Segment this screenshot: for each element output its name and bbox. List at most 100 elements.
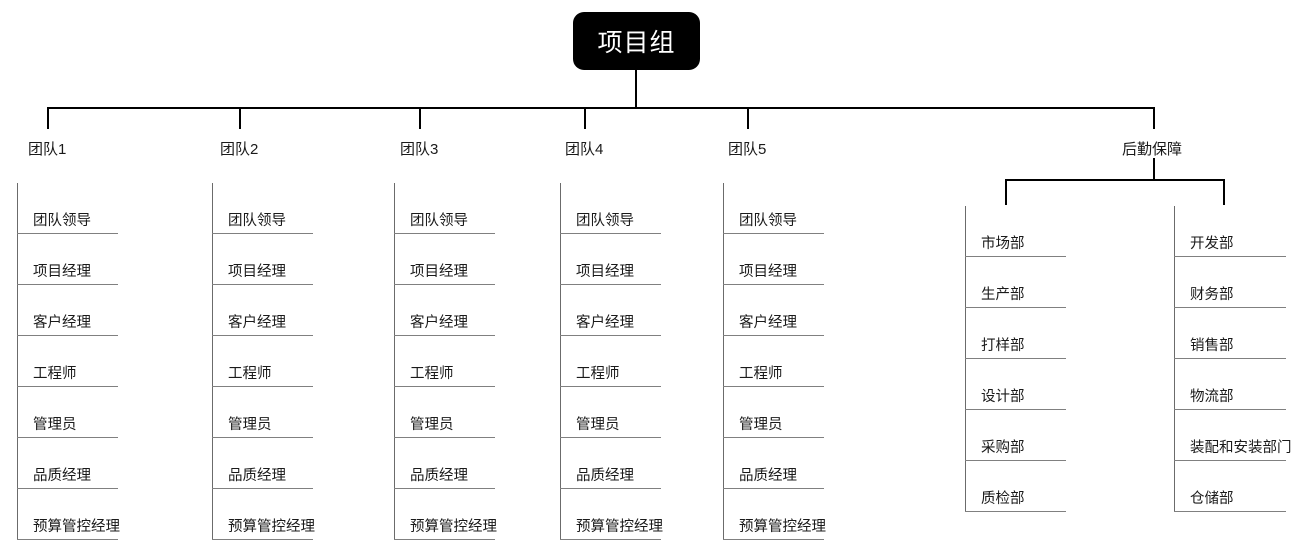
- list-item[interactable]: 财务部: [1174, 257, 1286, 308]
- item-label: 品质经理: [33, 467, 91, 484]
- branch-label-team-3[interactable]: 团队3: [400, 141, 439, 158]
- item-label: 市场部: [981, 235, 1025, 252]
- item-label: 客户经理: [228, 314, 286, 331]
- list-item[interactable]: 项目经理: [212, 234, 313, 285]
- list-item[interactable]: 预算管控经理: [394, 489, 497, 540]
- item-label: 项目经理: [228, 263, 286, 280]
- item-column-team-4: 团队领导 项目经理 客户经理 工程师 管理员 品质经理 预算管控经理: [560, 183, 663, 540]
- list-item[interactable]: 项目经理: [17, 234, 118, 285]
- column-spine: [1174, 206, 1176, 512]
- item-label: 客户经理: [576, 314, 634, 331]
- item-label: 工程师: [739, 365, 783, 382]
- branch-label-team-4[interactable]: 团队4: [565, 141, 604, 158]
- list-item[interactable]: 管理员: [394, 387, 495, 438]
- list-item[interactable]: 销售部: [1174, 308, 1286, 359]
- list-item[interactable]: 团队领导: [723, 183, 824, 234]
- list-item[interactable]: 装配和安装部门: [1174, 410, 1292, 461]
- item-label: 销售部: [1190, 337, 1234, 354]
- list-item[interactable]: 品质经理: [560, 438, 661, 489]
- list-item[interactable]: 项目经理: [560, 234, 661, 285]
- item-label: 预算管控经理: [410, 518, 497, 535]
- list-item[interactable]: 仓储部: [1174, 461, 1286, 512]
- list-item[interactable]: 工程师: [212, 336, 313, 387]
- item-column-team-5: 团队领导 项目经理 客户经理 工程师 管理员 品质经理 预算管控经理: [723, 183, 826, 540]
- item-label: 品质经理: [228, 467, 286, 484]
- list-item[interactable]: 团队领导: [17, 183, 118, 234]
- logistics-bus-connector: [1005, 179, 1225, 181]
- list-item[interactable]: 预算管控经理: [17, 489, 120, 540]
- branch-label-logistics[interactable]: 后勤保障: [1122, 141, 1183, 158]
- list-item[interactable]: 团队领导: [212, 183, 313, 234]
- item-label: 物流部: [1190, 388, 1234, 405]
- item-label: 客户经理: [410, 314, 468, 331]
- list-item[interactable]: 市场部: [965, 206, 1066, 257]
- branch-drop-4: [584, 107, 586, 129]
- branch-drop-2: [239, 107, 241, 129]
- list-item[interactable]: 客户经理: [394, 285, 495, 336]
- list-item[interactable]: 开发部: [1174, 206, 1286, 257]
- branch-drop-6: [1153, 107, 1155, 129]
- item-label: 团队领导: [228, 212, 286, 229]
- list-item[interactable]: 管理员: [560, 387, 661, 438]
- list-item[interactable]: 生产部: [965, 257, 1066, 308]
- list-item[interactable]: 品质经理: [17, 438, 118, 489]
- branch-label-team-5[interactable]: 团队5: [728, 141, 767, 158]
- root-node[interactable]: 项目组: [573, 12, 700, 70]
- column-spine: [212, 183, 214, 540]
- item-column-team-3: 团队领导 项目经理 客户经理 工程师 管理员 品质经理 预算管控经理: [394, 183, 497, 540]
- list-item[interactable]: 预算管控经理: [560, 489, 663, 540]
- item-label: 项目经理: [576, 263, 634, 280]
- list-item[interactable]: 质检部: [965, 461, 1066, 512]
- list-item[interactable]: 采购部: [965, 410, 1066, 461]
- list-item[interactable]: 管理员: [212, 387, 313, 438]
- item-label: 工程师: [576, 365, 620, 382]
- list-item[interactable]: 工程师: [560, 336, 661, 387]
- item-label: 团队领导: [410, 212, 468, 229]
- list-item[interactable]: 设计部: [965, 359, 1066, 410]
- list-item[interactable]: 团队领导: [394, 183, 495, 234]
- list-item[interactable]: 打样部: [965, 308, 1066, 359]
- list-item[interactable]: 工程师: [394, 336, 495, 387]
- item-column-team-1: 团队领导 项目经理 客户经理 工程师 管理员 品质经理 预算管控经理: [17, 183, 120, 540]
- item-label: 预算管控经理: [33, 518, 120, 535]
- list-item[interactable]: 管理员: [723, 387, 824, 438]
- list-item[interactable]: 管理员: [17, 387, 118, 438]
- item-label: 管理员: [739, 416, 783, 433]
- list-item[interactable]: 工程师: [723, 336, 824, 387]
- list-item[interactable]: 项目经理: [394, 234, 495, 285]
- list-item[interactable]: 团队领导: [560, 183, 661, 234]
- list-item[interactable]: 预算管控经理: [212, 489, 315, 540]
- item-label: 质检部: [981, 490, 1025, 507]
- item-label: 品质经理: [410, 467, 468, 484]
- item-label: 生产部: [981, 286, 1025, 303]
- item-label: 工程师: [228, 365, 272, 382]
- branch-label-team-2[interactable]: 团队2: [220, 141, 259, 158]
- list-item[interactable]: 客户经理: [560, 285, 661, 336]
- item-label: 管理员: [410, 416, 454, 433]
- root-node-label: 项目组: [597, 29, 676, 57]
- list-item[interactable]: 物流部: [1174, 359, 1286, 410]
- item-label: 项目经理: [33, 263, 91, 280]
- logistics-stem-connector: [1153, 158, 1155, 180]
- item-label: 管理员: [576, 416, 620, 433]
- list-item[interactable]: 品质经理: [394, 438, 495, 489]
- branch-drop-1: [47, 107, 49, 129]
- item-label: 工程师: [33, 365, 77, 382]
- list-item[interactable]: 品质经理: [212, 438, 313, 489]
- item-label: 预算管控经理: [576, 518, 663, 535]
- list-item[interactable]: 客户经理: [212, 285, 313, 336]
- column-spine: [560, 183, 562, 540]
- item-label: 打样部: [981, 337, 1025, 354]
- list-item[interactable]: 项目经理: [723, 234, 824, 285]
- list-item[interactable]: 客户经理: [723, 285, 824, 336]
- list-item[interactable]: 工程师: [17, 336, 118, 387]
- item-label: 项目经理: [739, 263, 797, 280]
- item-label: 预算管控经理: [739, 518, 826, 535]
- list-item[interactable]: 预算管控经理: [723, 489, 826, 540]
- list-item[interactable]: 品质经理: [723, 438, 824, 489]
- item-label: 工程师: [410, 365, 454, 382]
- branch-label-team-1[interactable]: 团队1: [28, 141, 67, 158]
- item-label: 预算管控经理: [228, 518, 315, 535]
- list-item[interactable]: 客户经理: [17, 285, 118, 336]
